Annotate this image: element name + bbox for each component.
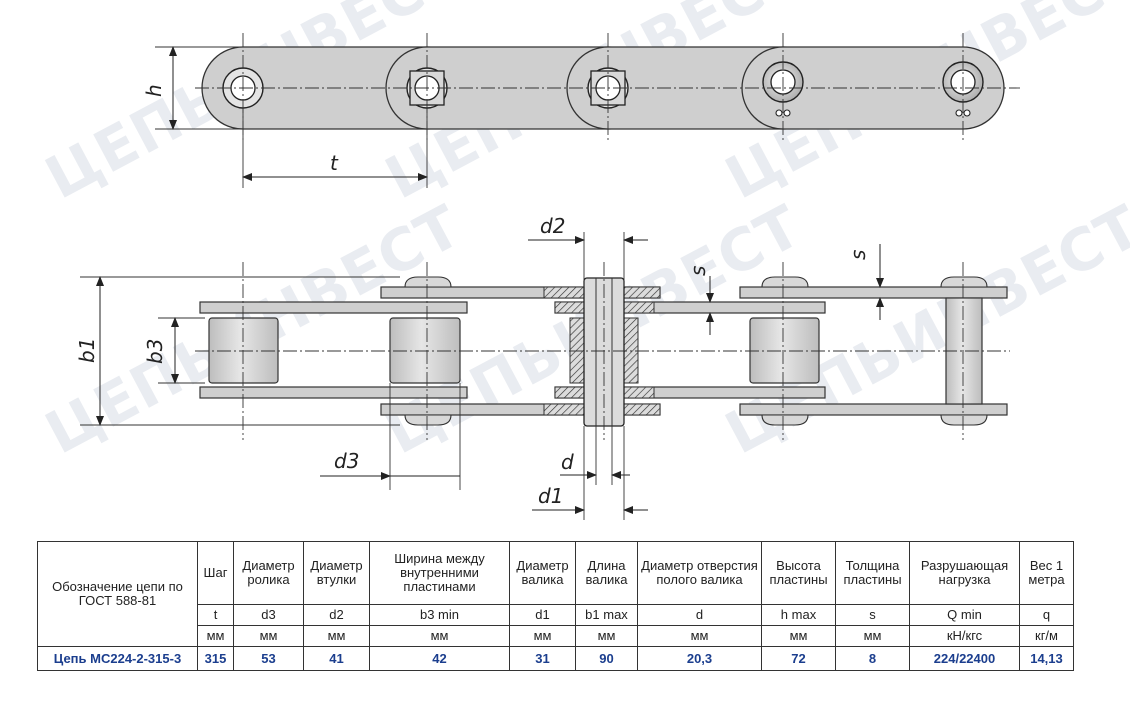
value-cell: 14,13 xyxy=(1019,646,1074,671)
pin-head xyxy=(404,414,452,426)
unit-cell: мм xyxy=(303,625,370,647)
dimension-s: s xyxy=(686,266,720,335)
unit-cell: кг/м xyxy=(1019,625,1074,647)
outer-plate xyxy=(739,286,1008,299)
dimension-b1: b1 xyxy=(75,276,400,426)
dimension-d: d xyxy=(560,426,630,485)
dimension-h: h xyxy=(142,46,240,130)
header-designation: Обозначение цепи по ГОСТ 588-81 xyxy=(37,541,198,647)
outer-plate xyxy=(739,403,1008,416)
inner-plate xyxy=(199,301,468,314)
value-cell: 53 xyxy=(233,646,304,671)
value-cell: 90 xyxy=(575,646,638,671)
value-cell: 41 xyxy=(303,646,370,671)
header-bushing-diameter: Диаметр втулки xyxy=(303,541,370,605)
unit-cell: мм xyxy=(509,625,576,647)
value-cell: 8 xyxy=(835,646,910,671)
dimension-s: s xyxy=(846,244,900,320)
roller xyxy=(208,317,279,384)
dim-label-s: s xyxy=(686,266,710,276)
unit-cell: кН/кгс xyxy=(909,625,1020,647)
dimension-b3: b3 xyxy=(143,317,205,384)
header-pitch: Шаг xyxy=(197,541,234,605)
dim-label-d2: d2 xyxy=(540,214,565,238)
symbol-cell: d3 xyxy=(233,604,304,626)
pin-head xyxy=(940,414,988,426)
section-view xyxy=(543,277,661,427)
dimension-t: t xyxy=(242,108,428,188)
value-cell: 72 xyxy=(761,646,836,671)
dim-label-t: t xyxy=(330,151,339,175)
unit-row: мм мм мм мм мм мм мм мм мм кН/кгс кг/м xyxy=(38,625,1074,647)
symbol-cell: b3 min xyxy=(369,604,510,626)
header-weight: Вес 1 метра xyxy=(1019,541,1074,605)
symbol-cell: t xyxy=(197,604,234,626)
symbol-cell: Q min xyxy=(909,604,1020,626)
header-pin-diameter: Диаметр валика xyxy=(509,541,576,605)
roller xyxy=(389,317,461,384)
header-breaking-load: Разрушающая нагрузка xyxy=(909,541,1020,605)
pin-head xyxy=(761,414,809,426)
chain-side-view: b1 b3 d3 d2 xyxy=(75,214,1010,520)
table-row: Цепь МС224-2-315-3 315 53 41 42 31 90 20… xyxy=(37,646,1074,671)
chain-name-cell: Цепь МС224-2-315-3 xyxy=(37,646,198,671)
header-row: Обозначение цепи по ГОСТ 588-81 Шаг Диам… xyxy=(37,541,1074,647)
pin-head xyxy=(404,276,452,288)
header-plate-height: Высота пластины xyxy=(761,541,836,605)
chain-technical-drawing: ЦЕПЬИНВЕСТ ЦЕПЬИНВЕСТ ЦЕПЬИНВЕСТ ЦЕПЬИНВ… xyxy=(35,0,1130,520)
dim-label-d: d xyxy=(561,450,574,474)
symbol-cell: q xyxy=(1019,604,1074,626)
header-plate-thickness: Толщина пластины xyxy=(835,541,910,605)
unit-cell: мм xyxy=(761,625,836,647)
dim-label-s: s xyxy=(846,250,870,260)
symbol-cell: h max xyxy=(761,604,836,626)
symbol-cell: d1 xyxy=(509,604,576,626)
unit-cell: мм xyxy=(233,625,304,647)
header-roller-diameter: Диаметр ролика xyxy=(233,541,304,605)
dim-label-h: h xyxy=(142,84,166,97)
unit-cell: мм xyxy=(197,625,234,647)
chain-top-view: h t xyxy=(142,33,1020,188)
dim-label-b1: b1 xyxy=(75,338,99,363)
pin-head xyxy=(940,276,988,288)
value-cell: 224/22400 xyxy=(909,646,1020,671)
chain-spec-table: Обозначение цепи по ГОСТ 588-81 Шаг Диам… xyxy=(37,541,1074,671)
symbol-row: t d3 d2 b3 min d1 b1 max d h max s Q min… xyxy=(38,604,1074,626)
value-cell: 20,3 xyxy=(637,646,762,671)
value-cell: 31 xyxy=(509,646,576,671)
symbol-cell: b1 max xyxy=(575,604,638,626)
value-cell: 315 xyxy=(197,646,234,671)
dim-label-d1: d1 xyxy=(538,484,563,508)
header-hole-diameter: Диаметр отверстия полого валика xyxy=(637,541,762,605)
unit-cell: мм xyxy=(637,625,762,647)
symbol-cell: d xyxy=(637,604,762,626)
pin-head xyxy=(761,276,809,288)
dimension-d1: d1 xyxy=(532,426,648,520)
unit-cell: мм xyxy=(369,625,510,647)
roller xyxy=(749,317,820,384)
symbol-cell: s xyxy=(835,604,910,626)
dimension-d2: d2 xyxy=(528,214,648,287)
dim-label-d3: d3 xyxy=(334,449,359,473)
dimension-d3: d3 xyxy=(320,383,461,490)
roller-section xyxy=(623,317,639,384)
value-cell: 42 xyxy=(369,646,510,671)
centerlines xyxy=(195,262,1010,440)
header-inner-width: Ширина между внутренними пластинами xyxy=(369,541,510,605)
unit-cell: мм xyxy=(575,625,638,647)
symbol-cell: d2 xyxy=(303,604,370,626)
roller-section xyxy=(569,317,585,384)
header-pin-length: Длина валика xyxy=(575,541,638,605)
inner-plate xyxy=(199,386,468,399)
unit-cell: мм xyxy=(835,625,910,647)
dim-label-b3: b3 xyxy=(143,339,167,364)
